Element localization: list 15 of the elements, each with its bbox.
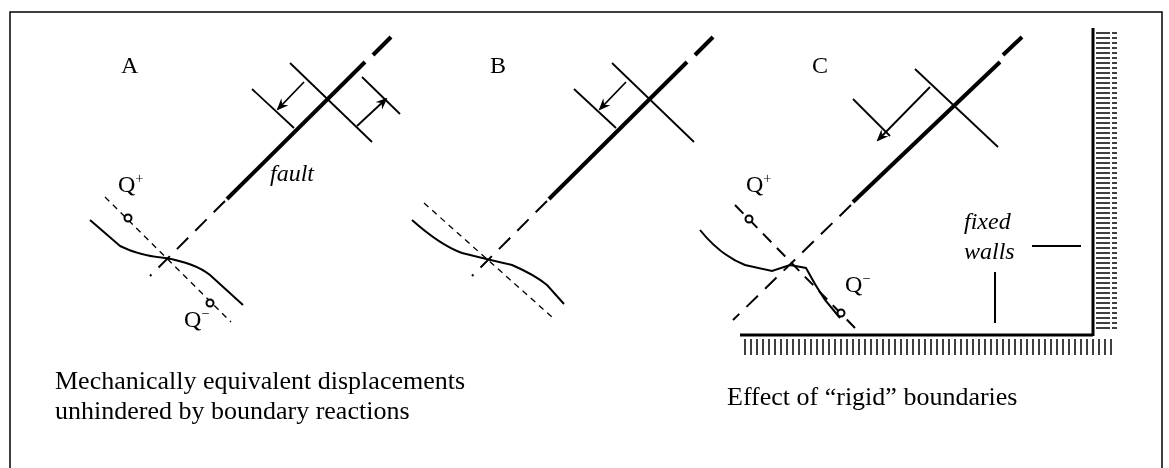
point-label: Q$^{−}$ xyxy=(845,270,871,299)
panel-caption: Mechanically equivalent displacements unhindered by boundary reactions xyxy=(55,366,467,426)
panel-letter: A xyxy=(121,52,139,80)
point-label: Q$^{−}$ xyxy=(184,305,210,334)
leader-line xyxy=(994,271,996,324)
fault-label: fault xyxy=(270,160,314,188)
panel-letter: C xyxy=(812,52,828,80)
wall-label: fixed walls xyxy=(964,206,1026,266)
point-label: Q$^{+}$ xyxy=(746,170,772,199)
hatched-wall xyxy=(1091,28,1118,336)
hatched-wall xyxy=(740,333,1112,356)
leader-line xyxy=(1031,245,1082,247)
panel-caption: Effect of “rigid” boundaries xyxy=(727,382,1018,412)
point-label: Q$^{+}$ xyxy=(118,170,144,199)
panel-letter: B xyxy=(490,52,506,80)
